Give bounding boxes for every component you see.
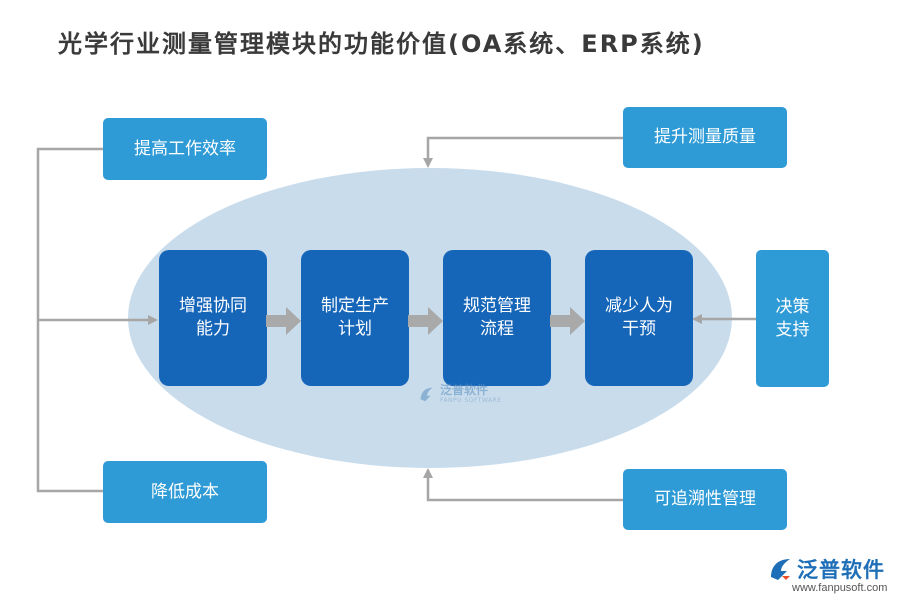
bottom-right-arrow	[423, 468, 624, 502]
top-right-arrow	[423, 136, 624, 168]
quality-box: 提升测量质量	[623, 107, 787, 168]
flow-arrow-1	[266, 307, 301, 335]
flow-arrow-2	[408, 307, 443, 335]
core-step-collaboration: 增强协同 能力	[159, 250, 267, 386]
brand-logo: 泛普软件	[768, 554, 885, 584]
flow-arrow-3	[550, 307, 585, 335]
watermark-sub: FANPU SOFTWARE	[440, 397, 502, 405]
brand-name: 泛普软件	[797, 558, 885, 582]
core-step-planning: 制定生产 计划	[301, 250, 409, 386]
cost-box: 降低成本	[103, 461, 267, 523]
decision-box: 决策 支持	[756, 250, 829, 387]
brand-url: www.fanpusoft.com	[792, 582, 888, 594]
watermark-name: 泛普软件	[440, 383, 489, 397]
efficiency-box: 提高工作效率	[103, 118, 267, 180]
core-step-intervention: 减少人为 干预	[585, 250, 693, 386]
watermark: 泛普软件 FANPU SOFTWARE	[418, 383, 502, 405]
traceability-box: 可追溯性管理	[623, 469, 787, 530]
watermark-logo-icon	[420, 387, 433, 402]
page-title: 光学行业测量管理模块的功能价值(OA系统、ERP系统)	[58, 30, 705, 58]
brand-logo-icon	[771, 559, 790, 580]
core-step-process: 规范管理 流程	[443, 250, 551, 386]
